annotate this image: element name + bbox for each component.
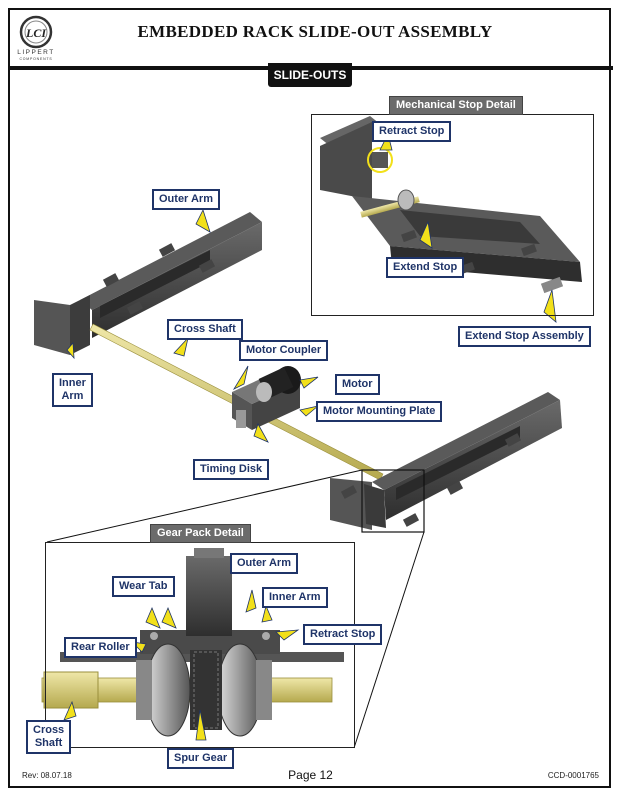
mechanical-stop-artwork — [320, 116, 582, 294]
callout-inner-arm-gear: Inner Arm — [262, 587, 328, 608]
leader-arrows — [63, 132, 557, 741]
main-outer-arm-left — [34, 212, 262, 355]
callout-timing-disk: Timing Disk — [193, 459, 270, 480]
footer-page-number: Page 12 — [288, 768, 333, 782]
main-motor — [232, 366, 301, 430]
callout-retract-stop-gear: Retract Stop — [303, 624, 383, 645]
callout-cross-shaft: Cross Shaft — [167, 319, 243, 340]
callout-extend-stop-assembly: Extend Stop Assembly — [458, 326, 591, 347]
mechanical-stop-detail-box — [311, 114, 594, 316]
callout-inner-arm: Inner Arm — [52, 373, 93, 407]
footer-rev: Rev: 08.07.18 — [22, 771, 72, 780]
page-title: EMBEDDED RACK SLIDE-OUT ASSEMBLY — [137, 22, 493, 41]
callout-extend-stop: Extend Stop — [386, 257, 465, 278]
gear-pack-detail-title: Gear Pack Detail — [150, 524, 251, 543]
page-frame — [8, 8, 611, 788]
logo-brand: LIPPERT — [17, 49, 54, 56]
callout-spur-gear: Spur Gear — [167, 748, 235, 769]
callout-cross-shaft-gear: Cross Shaft — [26, 720, 72, 754]
callout-motor-mounting-plate: Motor Mounting Plate — [316, 401, 443, 422]
callout-motor-coupler: Motor Coupler — [239, 340, 329, 361]
footer-doc-id: CCD-0001765 — [547, 771, 599, 780]
section-tab: SLIDE-OUTS — [268, 63, 352, 87]
gear-pack-artwork — [41, 548, 344, 737]
logo-sub: COMPONENTS — [19, 57, 52, 61]
callout-outer-arm: Outer Arm — [152, 189, 220, 210]
logo-mark: LCI — [25, 26, 47, 40]
mechanical-stop-detail-title: Mechanical Stop Detail — [389, 96, 523, 115]
lippert-logo: LCI LIPPERT COMPONENTS — [16, 14, 60, 66]
callout-retract-stop-top: Retract Stop — [372, 121, 452, 142]
callout-outer-arm-gear: Outer Arm — [230, 553, 298, 574]
callout-rear-roller: Rear Roller — [64, 637, 137, 658]
callout-wear-tab: Wear Tab — [112, 576, 175, 597]
callout-motor: Motor — [335, 374, 380, 395]
